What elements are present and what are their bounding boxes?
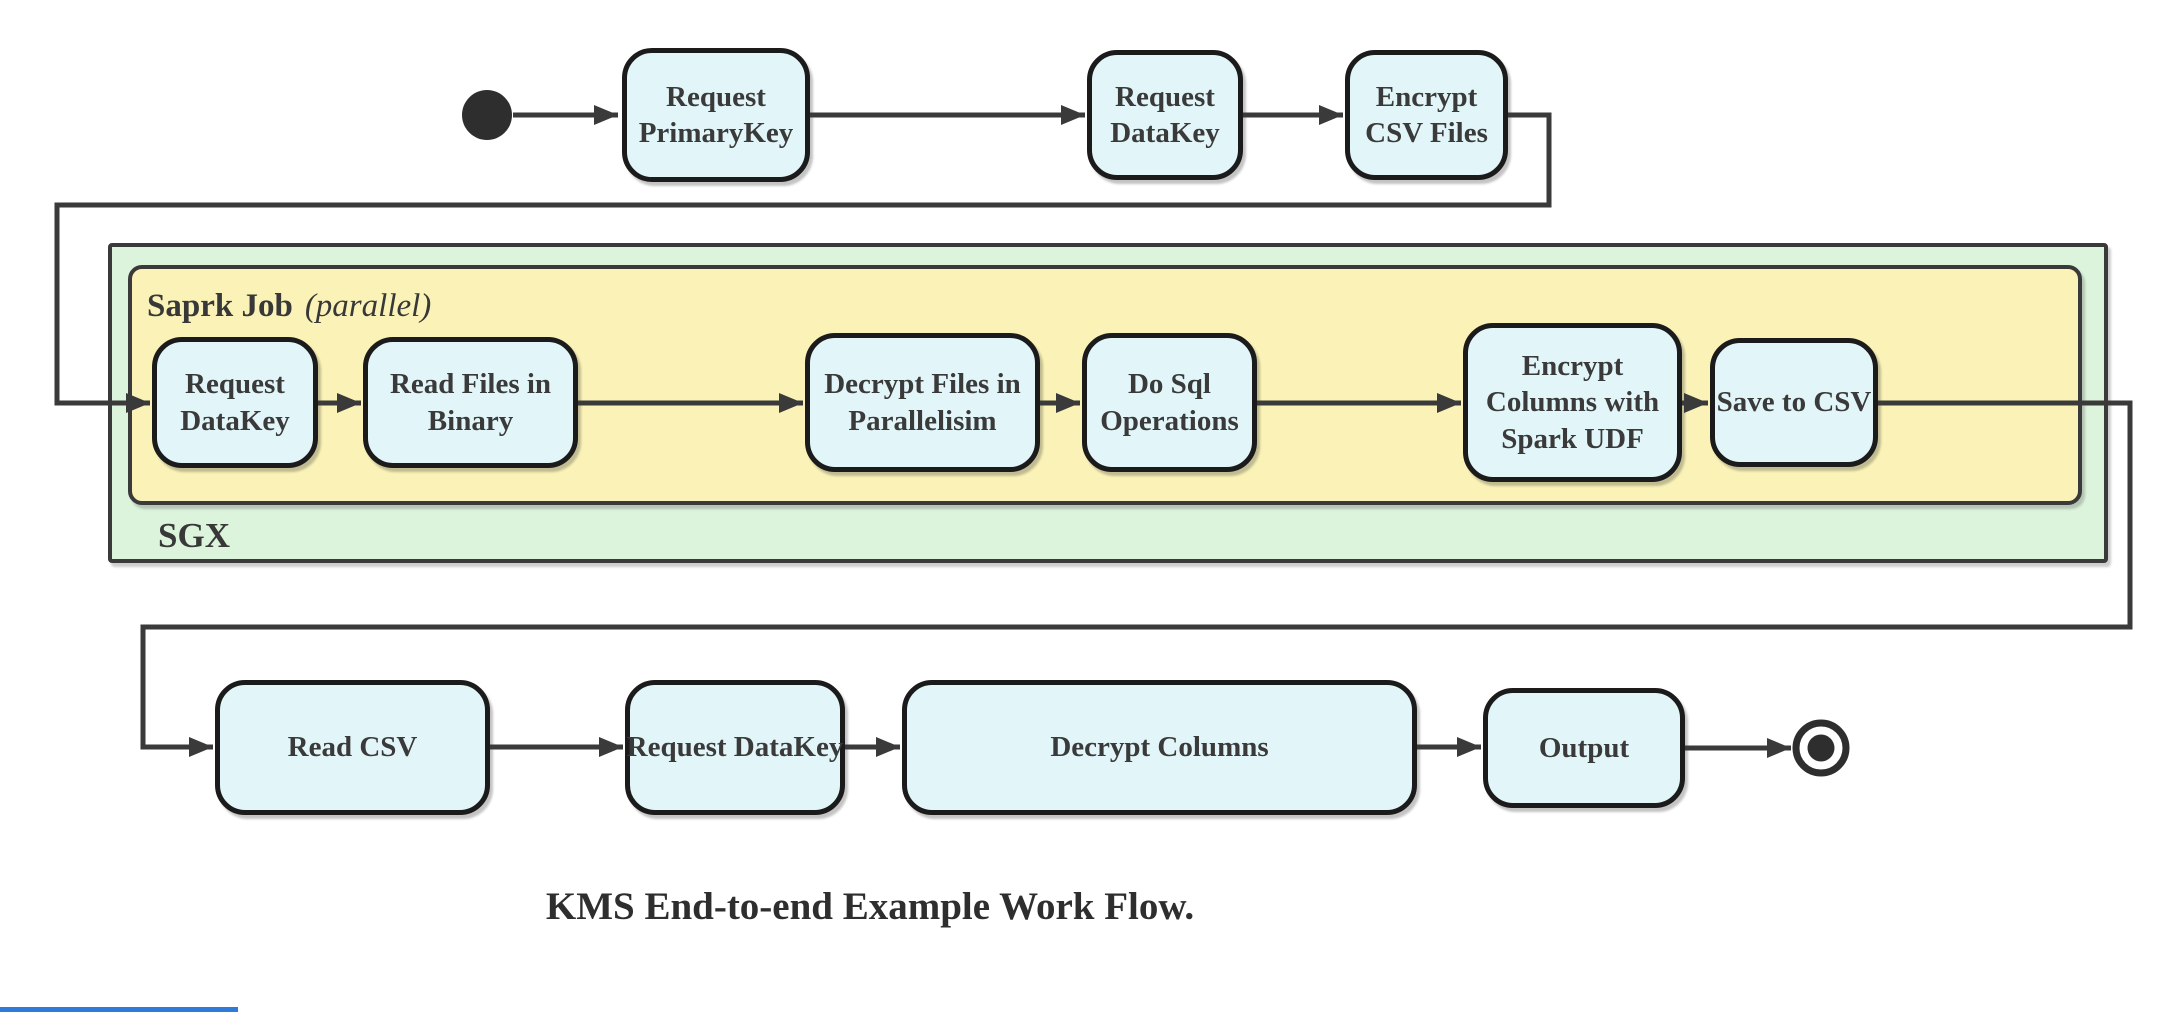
spark-job-parallel-note: (parallel)	[304, 288, 432, 324]
node-request-primarykey: Request PrimaryKey	[622, 48, 810, 182]
node-read-csv: Read CSV	[215, 680, 490, 815]
node-encrypt-columns-with-spark-udf: Encrypt Columns with Spark UDF	[1463, 323, 1682, 482]
diagram-caption: KMS End-to-end Example Work Flow.	[545, 885, 1195, 928]
node-output: Output	[1483, 688, 1685, 808]
node-label: Decrypt Columns	[1050, 731, 1269, 764]
start-node-icon	[462, 90, 512, 140]
sgx-label: SGX	[158, 516, 230, 555]
node-decrypt-columns: Decrypt Columns	[902, 680, 1417, 815]
node-label: Request DataKey	[1110, 80, 1220, 149]
end-node-icon	[1792, 719, 1850, 777]
node-label: Request DataKey	[626, 731, 844, 764]
node-request-datakey-sgx: Request DataKey	[152, 337, 318, 468]
accent-line	[0, 1007, 238, 1012]
node-label: Read Files in Binary	[389, 368, 552, 437]
node-label: Read CSV	[287, 731, 418, 764]
spark-job-label-title: Saprk Job	[147, 288, 293, 324]
node-encrypt-csv-files: Encrypt CSV Files	[1345, 50, 1508, 180]
node-label: Save to CSV	[1716, 386, 1872, 419]
spark-job-label: Saprk Job (parallel)	[147, 288, 431, 325]
node-label: Output	[1538, 731, 1630, 764]
node-decrypt-files-in-parallelisim: Decrypt Files in Parallelisim	[805, 333, 1040, 472]
node-label: Request DataKey	[180, 368, 290, 437]
node-label: Request PrimaryKey	[638, 80, 794, 149]
node-read-files-in-binary: Read Files in Binary	[363, 337, 578, 468]
node-label: Decrypt Files in Parallelisim	[824, 368, 1021, 437]
node-do-sql-operations: Do Sql Operations	[1082, 333, 1257, 472]
node-request-datakey-top: Request DataKey	[1087, 50, 1243, 180]
node-save-to-csv: Save to CSV	[1710, 338, 1878, 467]
node-request-datakey-bottom: Request DataKey	[625, 680, 845, 815]
node-label: Do Sql Operations	[1100, 368, 1239, 437]
node-label: Encrypt Columns with Spark UDF	[1485, 350, 1660, 455]
node-label: Encrypt CSV Files	[1365, 80, 1488, 149]
